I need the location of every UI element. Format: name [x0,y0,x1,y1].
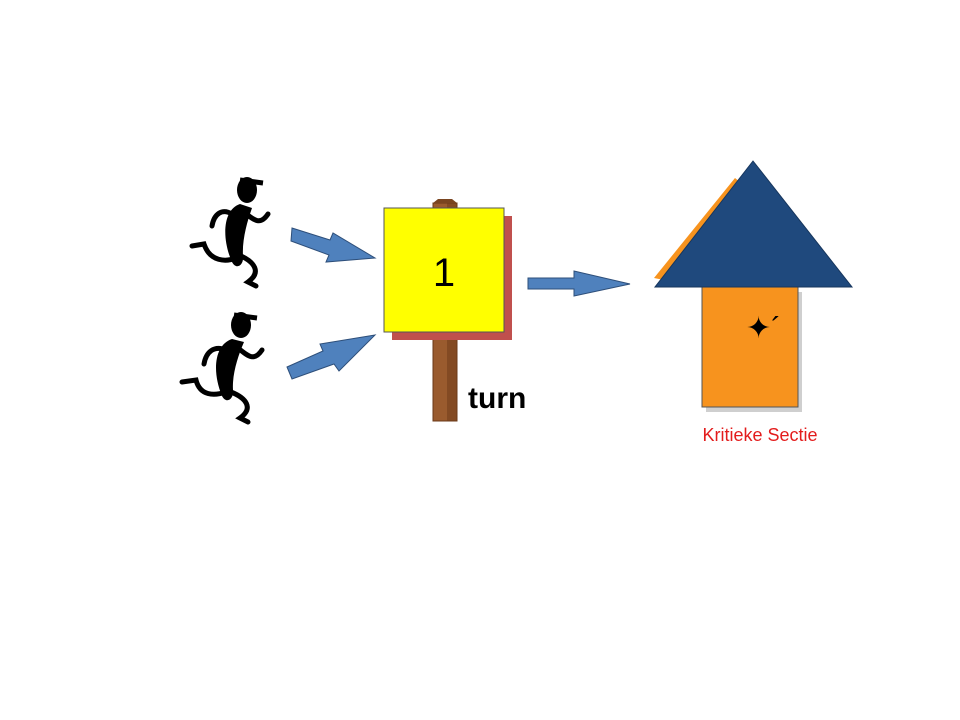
house-body [701,286,799,408]
arrow-runner1-to-sign [290,227,377,263]
running-figure-icon [179,312,265,425]
critical-section-label: Kritieke Sectie [702,425,817,445]
turn-number: 1 [433,251,455,295]
house-roof [653,160,854,288]
arrow-sign-to-house [527,270,631,297]
spark-icon: ✦´ [746,312,781,345]
sign-board [383,207,505,333]
running-figure-icon [189,177,271,289]
critical-section-house: ✦´ [653,160,854,412]
turn-label: turn [468,382,526,415]
arrow-runner2-to-sign [286,334,377,380]
